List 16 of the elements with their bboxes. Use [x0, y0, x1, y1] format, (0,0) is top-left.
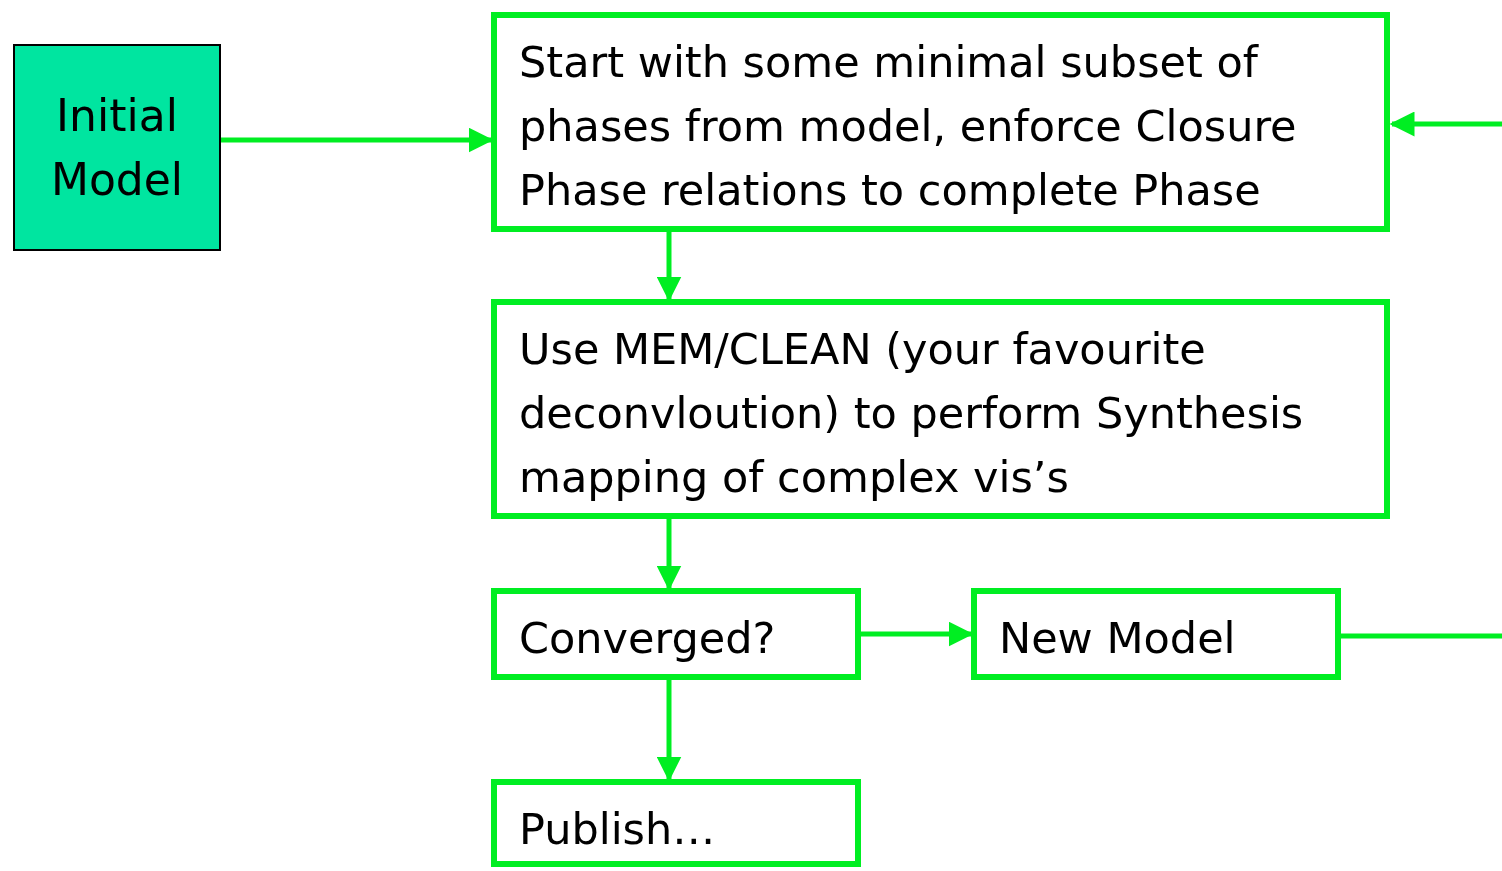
start-box [13, 44, 221, 251]
box-text: New Model [999, 613, 1236, 663]
process-box [491, 12, 1390, 232]
box-text: Use MEM/CLEAN (your favourite deconvloution) to perform Synthesis mapping of complex vis’s [519, 324, 1304, 502]
process-box [491, 299, 1390, 519]
box-text: Converged? [519, 613, 776, 663]
process-box [491, 588, 861, 680]
arrow [1341, 111, 1502, 639]
arrow [656, 232, 682, 302]
box-text: Publish… [519, 804, 716, 854]
process-box [491, 779, 861, 867]
box-text: Initial Model [49, 88, 185, 207]
arrow [656, 519, 682, 591]
arrow [656, 680, 682, 782]
box-text: Start with some minimal subset of phases from model, enforce Closure Phase relations to complete Phase [519, 37, 1297, 215]
process-box [971, 588, 1341, 680]
